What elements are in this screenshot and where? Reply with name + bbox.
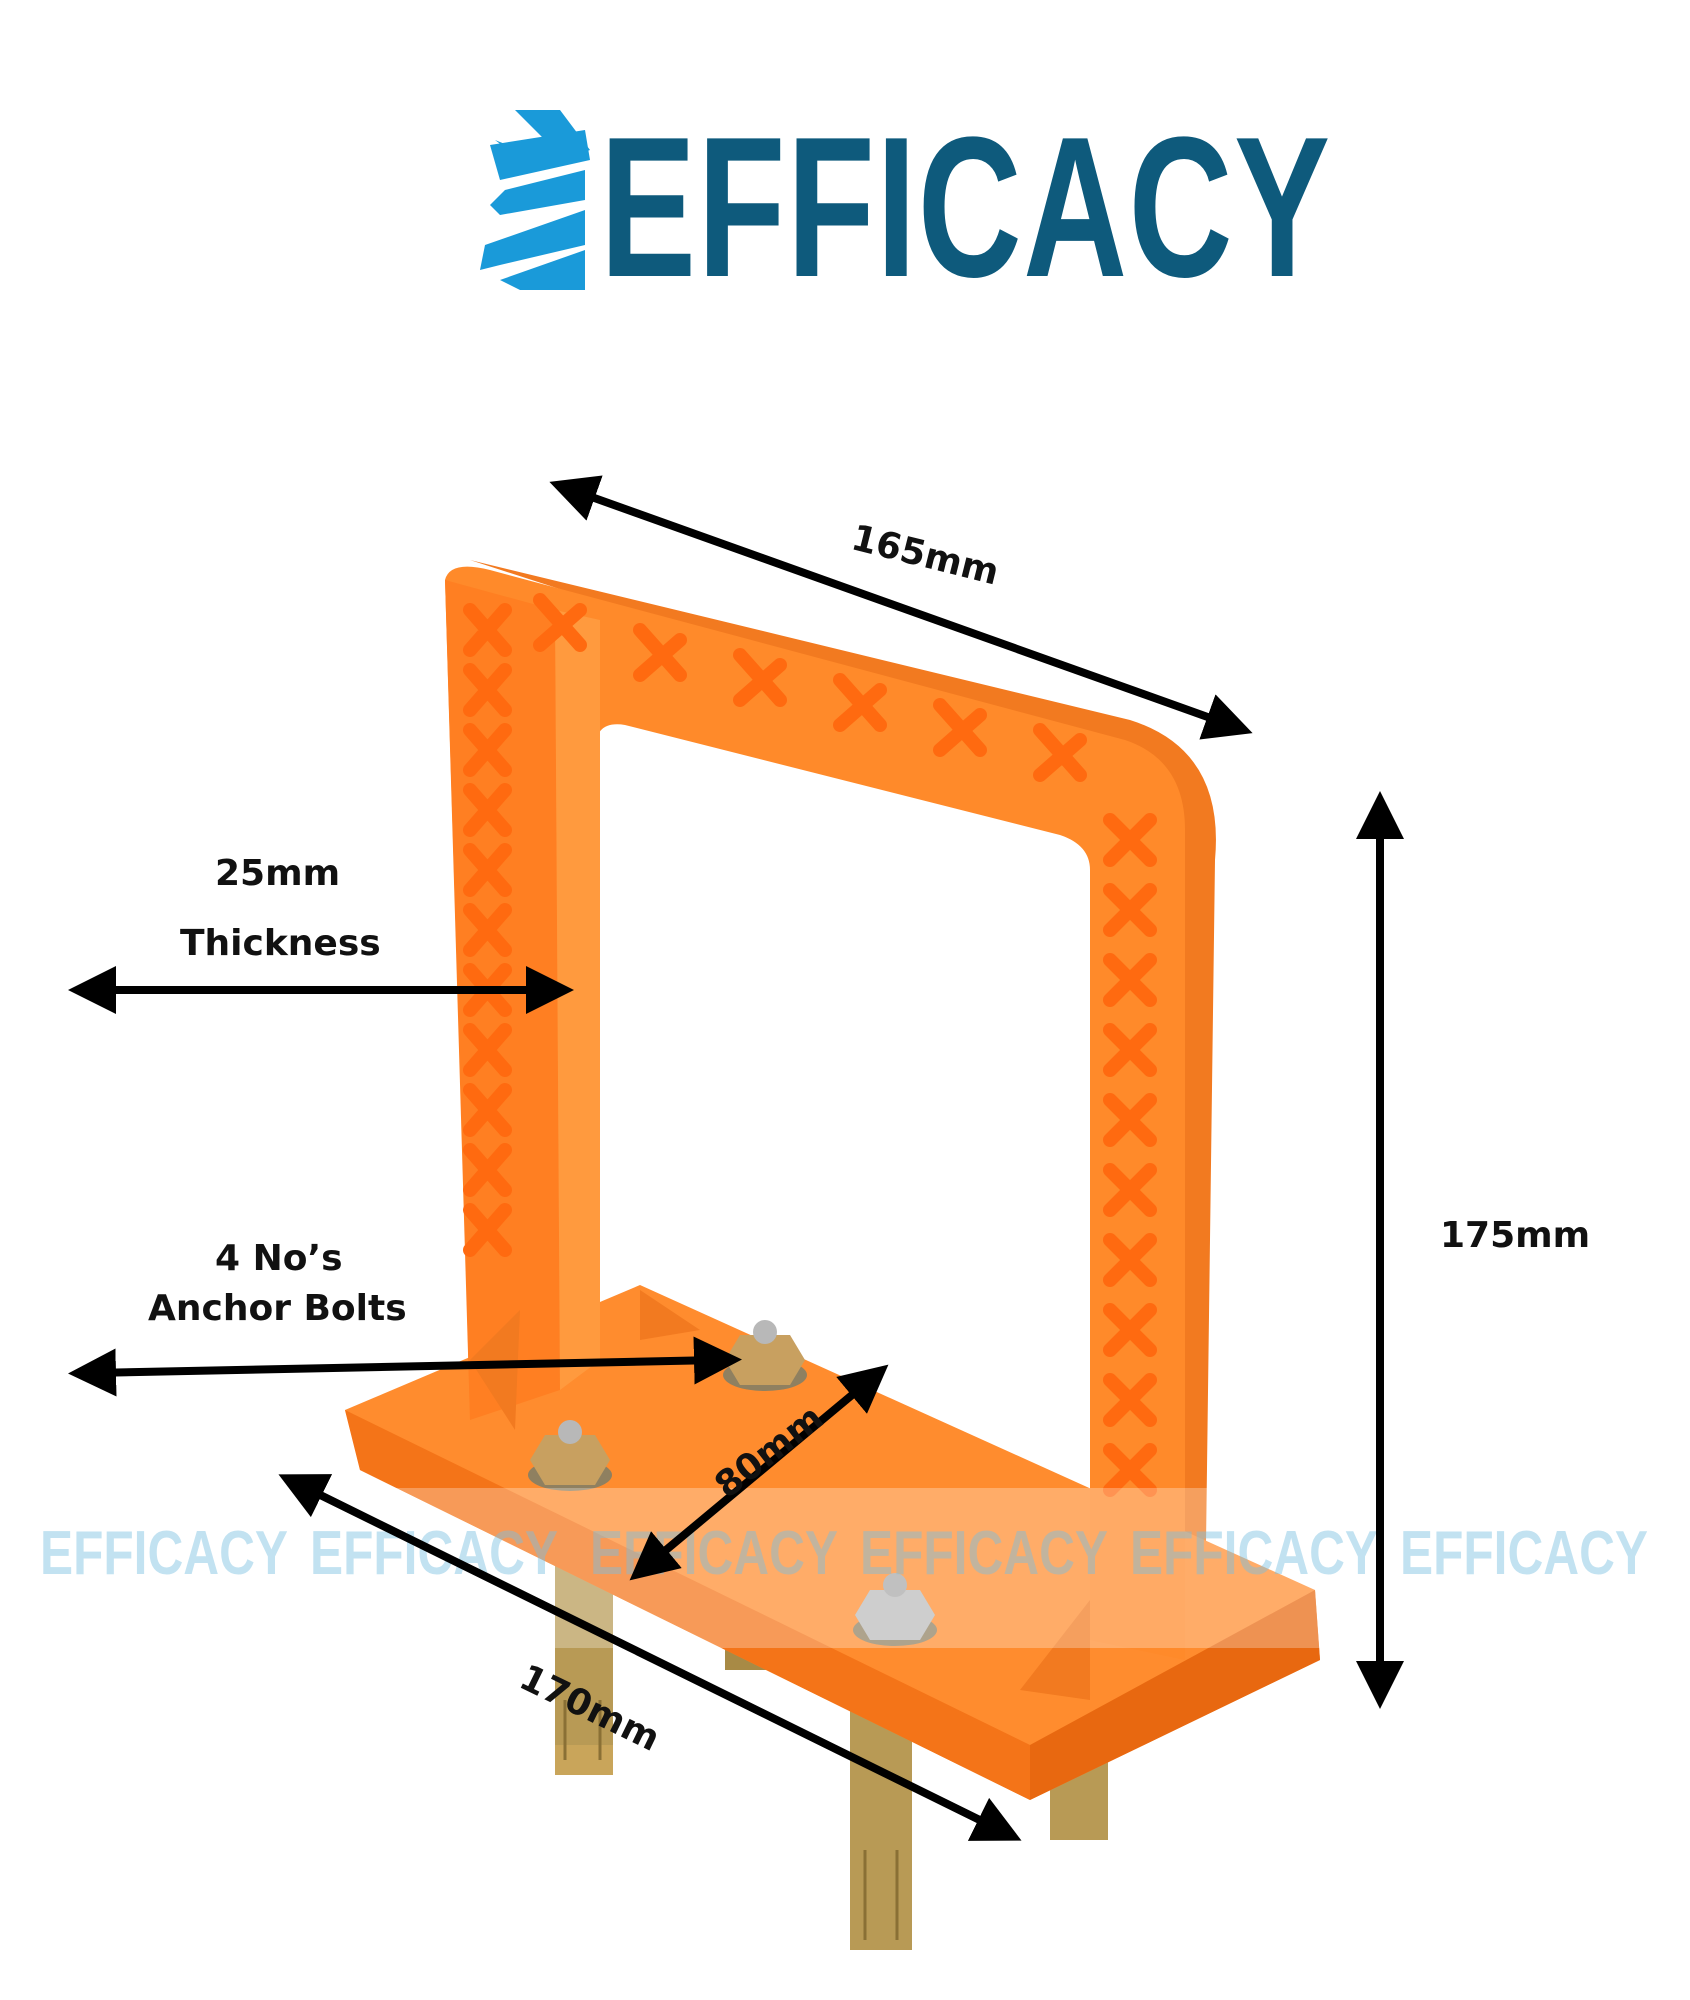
watermark-text: EFFICACY (1130, 1519, 1378, 1588)
width-arrow (549, 475, 1253, 740)
thickness-value-label: 25mm (215, 853, 341, 894)
height-label: 175mm (1440, 1215, 1591, 1256)
thickness-label: Thickness (180, 923, 381, 964)
logo-chevron-icon (480, 110, 590, 290)
bolts-label: Anchor Bolts (148, 1288, 407, 1329)
watermark-text: EFFICACY (1400, 1519, 1648, 1588)
bolts-count-label: 4 No’s (215, 1238, 343, 1279)
logo-wordmark: EFFICACY (600, 96, 1332, 319)
bolts-arrow (68, 1336, 742, 1397)
watermark-text: EFFICACY (40, 1519, 288, 1588)
base-length-arrow (278, 1474, 1022, 1841)
